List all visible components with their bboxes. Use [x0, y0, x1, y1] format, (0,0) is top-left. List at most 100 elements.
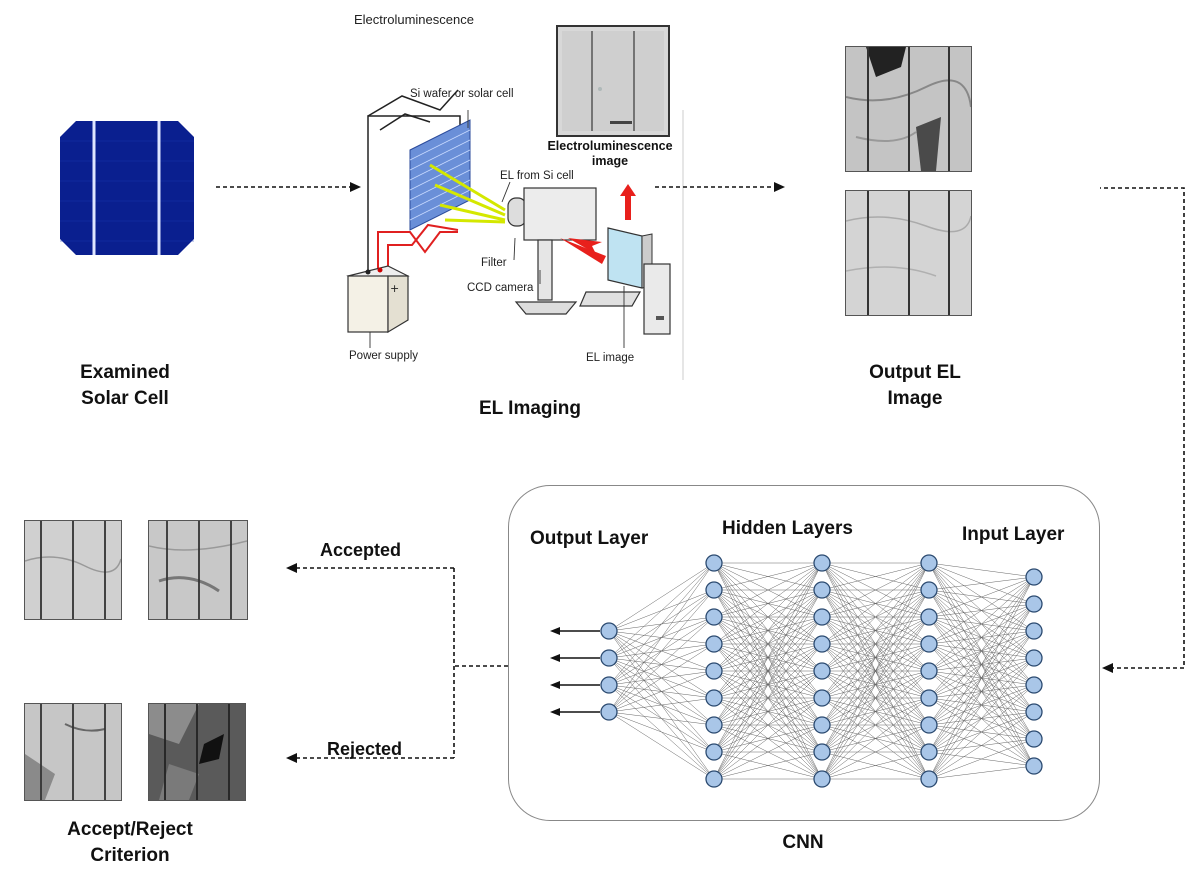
nn-connection	[821, 562, 930, 780]
nn-connection	[821, 562, 930, 672]
hidden-node	[813, 689, 831, 707]
nn-connection	[821, 670, 930, 780]
nn-connection	[928, 684, 1035, 780]
hidden-node	[705, 554, 723, 572]
nn-connection	[821, 643, 930, 780]
nn-connection	[608, 589, 715, 713]
red-up-arrow	[620, 184, 636, 220]
hidden-node	[705, 608, 723, 626]
hidden-node	[920, 716, 938, 734]
input-node	[1025, 622, 1043, 640]
arrow-el-to-output	[655, 182, 785, 192]
hidden-layers-label: Hidden Layers	[722, 518, 853, 539]
cnn-box	[508, 485, 1100, 821]
nn-connection	[713, 670, 823, 780]
nn-connection	[713, 562, 823, 645]
rejected-el-image-2	[148, 703, 246, 801]
nn-connection	[928, 738, 1035, 780]
hidden-node	[705, 770, 723, 788]
nn-connection	[928, 576, 1035, 672]
criterion-caption: Accept/Reject Criterion	[67, 819, 193, 866]
nn-connection	[608, 562, 715, 632]
nn-connection	[928, 711, 1035, 780]
hidden-node	[705, 635, 723, 653]
nn-connection	[821, 589, 930, 780]
nn-connection	[608, 711, 715, 753]
output-el-image-good	[845, 190, 972, 316]
accepted-label: Accepted	[320, 540, 402, 560]
hidden-node	[813, 716, 831, 734]
output-el-image-defective	[845, 46, 972, 172]
nn-connection	[608, 711, 715, 726]
arrow-cell-to-el	[216, 182, 361, 192]
hidden-node	[813, 554, 831, 572]
nn-connection	[821, 724, 930, 780]
input-node	[1025, 649, 1043, 667]
nn-connection	[713, 562, 823, 591]
output-arrow-head	[550, 681, 560, 689]
input-node	[1025, 568, 1043, 586]
rejected-el-image-1	[24, 703, 122, 801]
nn-connection	[928, 576, 1035, 726]
output-arrow-head	[550, 654, 560, 662]
nn-connection	[608, 562, 715, 686]
nn-connection	[821, 562, 930, 591]
label-wafer: Si wafer or solar cell	[410, 88, 514, 100]
input-node	[1025, 595, 1043, 613]
label-el-from-si: EL from Si cell	[500, 170, 574, 182]
nn-connection	[928, 576, 1035, 591]
hidden-node	[920, 662, 938, 680]
output-node	[600, 622, 618, 640]
input-node	[1025, 730, 1043, 748]
nn-connection	[821, 562, 930, 753]
hidden-node	[813, 743, 831, 761]
nn-connection	[608, 562, 715, 713]
nn-connection	[928, 576, 1035, 699]
solar-cell-caption: Examined Solar Cell	[80, 362, 170, 409]
nn-connection	[608, 711, 715, 780]
cnn-caption: CNN	[782, 832, 824, 853]
nn-connection	[821, 562, 930, 699]
nn-connection	[928, 765, 1035, 780]
svg-text:+: +	[390, 282, 399, 295]
arrow-cnn-to-decision	[286, 563, 508, 763]
nn-connection	[821, 562, 930, 726]
hidden-node	[920, 554, 938, 572]
nn-connection	[713, 562, 823, 618]
nn-connection	[928, 576, 1035, 780]
el-image-inset-caption: Electroluminescence image	[547, 139, 673, 168]
nn-connection	[928, 576, 1035, 645]
nn-connection	[928, 576, 1035, 753]
hidden-node	[920, 635, 938, 653]
accepted-el-image-1	[24, 520, 122, 620]
solar-cell-image	[60, 121, 194, 255]
nn-connection	[713, 616, 823, 780]
hidden-node	[920, 608, 938, 626]
nn-connection	[608, 670, 715, 713]
nn-connection	[608, 562, 715, 659]
input-node	[1025, 757, 1043, 775]
input-layer-label: Input Layer	[962, 524, 1065, 545]
nn-connection	[928, 630, 1035, 780]
nn-connection	[821, 751, 930, 780]
el-image-inset	[556, 25, 670, 137]
nn-connection	[821, 697, 930, 780]
nn-connection	[608, 616, 715, 713]
hidden-node	[813, 581, 831, 599]
output-layer-label: Output Layer	[530, 528, 649, 549]
output-arrow-head	[550, 627, 560, 635]
hidden-node	[705, 716, 723, 734]
hidden-node	[920, 743, 938, 761]
nn-connection	[608, 697, 715, 713]
arrow-output-to-cnn	[1100, 187, 1185, 673]
label-camera: CCD camera	[467, 282, 534, 294]
hidden-node	[920, 581, 938, 599]
nn-connection	[713, 697, 823, 780]
el-setup-title: Electroluminescence	[354, 12, 474, 27]
nn-connection	[713, 562, 823, 672]
hidden-node	[705, 689, 723, 707]
nn-connection	[713, 724, 823, 780]
output-node	[600, 703, 618, 721]
hidden-node	[705, 581, 723, 599]
output-node	[600, 676, 618, 694]
